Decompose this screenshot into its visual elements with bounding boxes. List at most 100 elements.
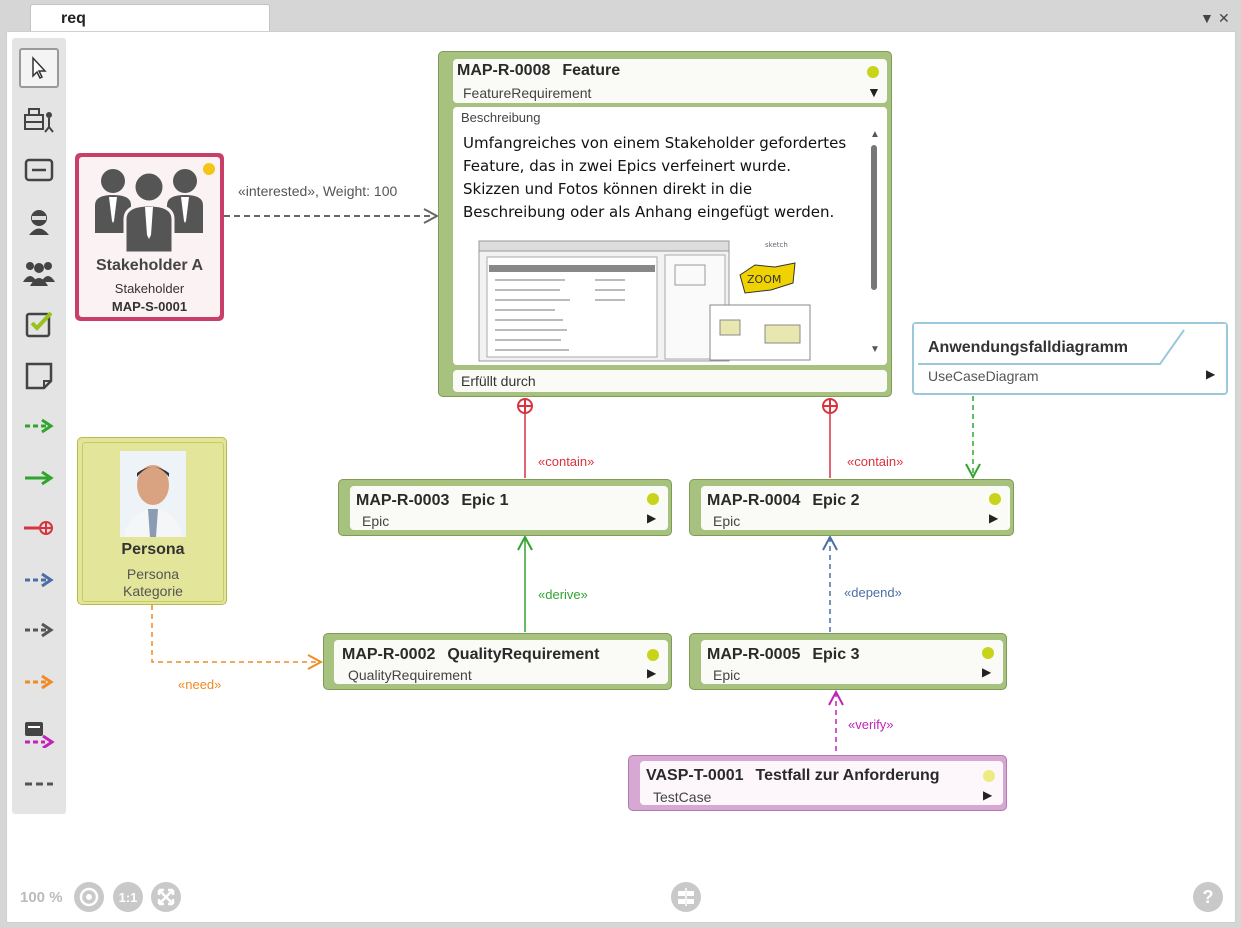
stakeholder-node[interactable]: Stakeholder A Stakeholder MAP-S-0001 [75,153,224,321]
green-arrow-tool[interactable] [19,458,59,498]
dashed-arrow-icon [25,674,54,690]
contain1-label: «contain» [538,454,595,469]
fulfilled-section[interactable]: Erfüllt durch [453,370,887,392]
epic3-type: Epic [713,667,741,683]
help-icon: ? [1202,886,1214,907]
stakeholder-id: MAP-S-0001 [111,299,188,314]
help-button[interactable]: ? [1193,882,1223,912]
usecase-header: Anwendungsfalldiagramm [914,324,1226,366]
status-dot [647,649,659,661]
persona-body: Persona Persona Kategorie [82,442,224,602]
status-dot [203,163,215,175]
pointer-tool[interactable] [19,48,59,88]
arrow-icon [25,470,54,486]
need-edge[interactable] [151,605,318,663]
scroll-up-icon[interactable]: ▲ [870,129,880,140]
epic2-node[interactable]: MAP-R-0004 Epic 2 Epic ▶ [689,479,1014,536]
expand-arrows-icon [157,888,175,906]
usecase-node[interactable]: Anwendungsfalldiagramm UseCaseDiagram ▶ [912,322,1228,395]
expand-icon[interactable]: ▶ [1206,367,1216,381]
epic3-id: MAP-R-0005 [707,646,801,663]
group-tool[interactable] [19,252,59,292]
check-icon [25,311,53,338]
feature-id: MAP-R-0008 [457,62,551,79]
testcase-title: Testfall zur Anforderung [755,767,940,784]
expand-icon[interactable]: ▶ [982,665,992,679]
zoom-level: 100 % [20,889,63,906]
depend-label: «depend» [844,585,902,600]
dashed-arrow-icon [25,622,54,638]
dashed-arrow-icon [25,418,54,434]
verify-label: «verify» [848,717,894,732]
feature-type: FeatureRequirement [463,85,592,101]
contain2-label: «contain» [847,454,904,469]
block-tool[interactable] [19,150,59,190]
svg-text:ZOOM: ZOOM [747,273,781,286]
description-heading: Beschreibung [461,110,541,125]
expand-icon[interactable]: ▶ [647,511,657,525]
actor-tool[interactable] [19,202,59,242]
status-dot [867,66,879,78]
purple-verify-tool[interactable] [19,714,59,754]
close-icon[interactable]: ✕ [1218,10,1230,26]
verify-icon [25,722,55,748]
target-icon [79,887,99,907]
epic2-title: Epic 2 [812,492,860,509]
contain-icon [24,521,53,535]
dash-line-icon [25,782,53,786]
dash-line-tool[interactable] [19,764,59,804]
tab-menu-icon[interactable]: ▼ [1200,10,1214,26]
green-dashed-arrow-tool[interactable] [19,406,59,446]
layout-button[interactable] [671,882,701,912]
people-icon [23,262,55,286]
status-dot [647,493,659,505]
cursor-icon [32,56,47,80]
epic2-type: Epic [713,513,741,529]
stakeholder-type: Stakeholder [114,281,185,296]
ninja-icon [29,210,49,235]
layout-icon [678,888,694,906]
tool-palette [12,38,66,814]
collapse-icon[interactable]: ▼ [867,84,881,100]
blue-dashed-arrow-tool[interactable] [19,560,59,600]
fit-screen-button[interactable] [151,882,181,912]
epic1-type: Epic [362,513,390,529]
document-tool[interactable] [19,356,59,396]
status-dot [983,770,995,782]
persona-node[interactable]: Persona Persona Kategorie [77,437,227,605]
status-dot [989,493,1001,505]
contain-tool[interactable] [19,508,59,548]
svg-text:sketch: sketch [765,241,788,249]
persona-category: Kategorie [123,583,183,599]
expand-icon[interactable]: ▶ [983,788,993,802]
persona-name: Persona [121,541,185,558]
one-to-one-button[interactable]: 1:1 [113,882,143,912]
expand-icon[interactable]: ▶ [989,511,999,525]
interested-arrowhead [423,208,440,224]
stakeholder-name: Stakeholder A [96,257,203,274]
need-label: «need» [178,677,222,692]
checklist-tool[interactable] [19,304,59,344]
orange-dashed-arrow-tool[interactable] [19,662,59,702]
quality-type: QualityRequirement [348,667,472,683]
gray-dashed-arrow-tool[interactable] [19,610,59,650]
scroll-down-icon[interactable]: ▼ [870,344,880,355]
fit-target-button[interactable] [74,882,104,912]
class-diagram-tool[interactable] [19,100,59,140]
stakeholder-body: Stakeholder A Stakeholder MAP-S-0001 [79,157,220,317]
expand-icon[interactable]: ▶ [647,666,657,680]
description-text: Umfangreiches von einem Stakeholder gefo… [463,134,847,221]
scrollbar-thumb[interactable] [871,145,877,290]
usecase-title: Anwendungsfalldiagramm [928,339,1129,356]
epic2-id: MAP-R-0004 [707,492,801,509]
one-to-one-label: 1:1 [118,889,138,905]
quality-id: MAP-R-0002 [342,646,436,663]
feature-description-section: Beschreibung Umfangreiches von einem Sta… [453,107,887,365]
dashed-arrow-icon [25,572,54,588]
